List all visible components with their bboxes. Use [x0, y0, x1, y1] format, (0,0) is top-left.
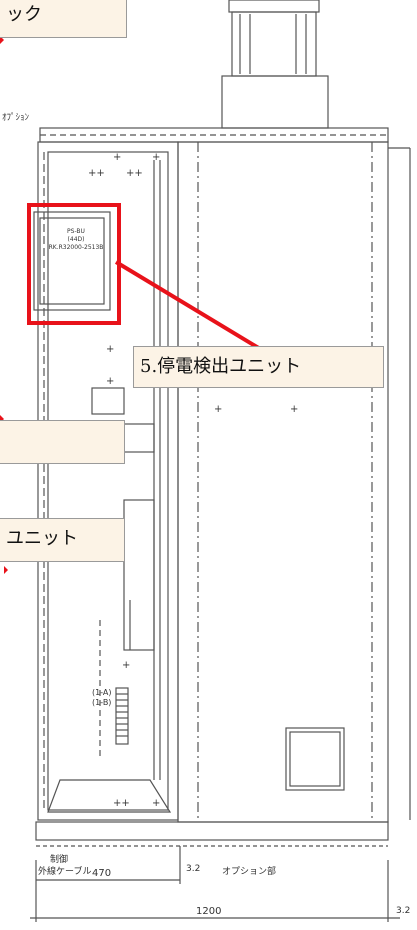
- base-tray: [47, 779, 172, 813]
- svg-text:+: +: [290, 404, 298, 415]
- dimension-1200: 1200: [196, 906, 222, 917]
- connector-label-1: (1-A): [92, 688, 112, 697]
- unit-plate-line-1: PS-BU: [67, 228, 85, 235]
- callout-top-left: ック: [0, 0, 127, 38]
- option-section-label: オプション部: [222, 867, 277, 877]
- unit-plate-line-2: (44D): [67, 236, 85, 243]
- svg-text:+: +: [152, 798, 160, 809]
- arrow-marker-3: [0, 36, 4, 44]
- right-cabinet-panel: [177, 141, 389, 823]
- svg-text:++: ++: [113, 798, 130, 809]
- svg-text:+: +: [152, 152, 160, 163]
- unit-plate: PS-BU (44D) RK.R32000-2513B: [48, 228, 104, 252]
- cable-label-2: 外線ケーブル: [38, 867, 92, 877]
- callout-unit-5: 5.停電検出ユニット: [133, 346, 384, 388]
- cable-label-1: 制御: [50, 855, 69, 865]
- dimension-3-2-b: 3.2: [396, 906, 411, 916]
- svg-text:++: ++: [88, 168, 105, 179]
- svg-text:+: +: [214, 404, 222, 415]
- svg-text:+: +: [106, 376, 114, 387]
- svg-text:+: +: [122, 660, 130, 671]
- terminal-strip: [115, 687, 129, 745]
- unit-plate-line-3: RK.R32000-2513B: [48, 244, 104, 251]
- small-access-panel: [285, 727, 345, 791]
- top-vent-body: [231, 11, 317, 77]
- dimension-3-2-a: 3.2: [186, 864, 201, 874]
- callout-leader-line: [114, 260, 264, 352]
- connector-label-2: (1-B): [92, 698, 112, 707]
- dimension-470: 470: [92, 868, 112, 879]
- callout-mid-left: [0, 420, 125, 464]
- power-failure-unit-highlight: [27, 203, 121, 325]
- option-top-label: ｵﾌﾟｼｮﾝ: [2, 113, 30, 123]
- svg-text:+: +: [113, 152, 121, 163]
- arrow-marker-2: [4, 566, 8, 574]
- callout-lower-left: ユニット: [0, 518, 125, 562]
- fan-housing: [221, 75, 329, 129]
- top-vent-cap: [228, 0, 320, 13]
- base-plinth: [35, 821, 389, 841]
- svg-text:++: ++: [126, 168, 143, 179]
- unit-box-outer: [33, 211, 111, 311]
- svg-text:+: +: [106, 344, 114, 355]
